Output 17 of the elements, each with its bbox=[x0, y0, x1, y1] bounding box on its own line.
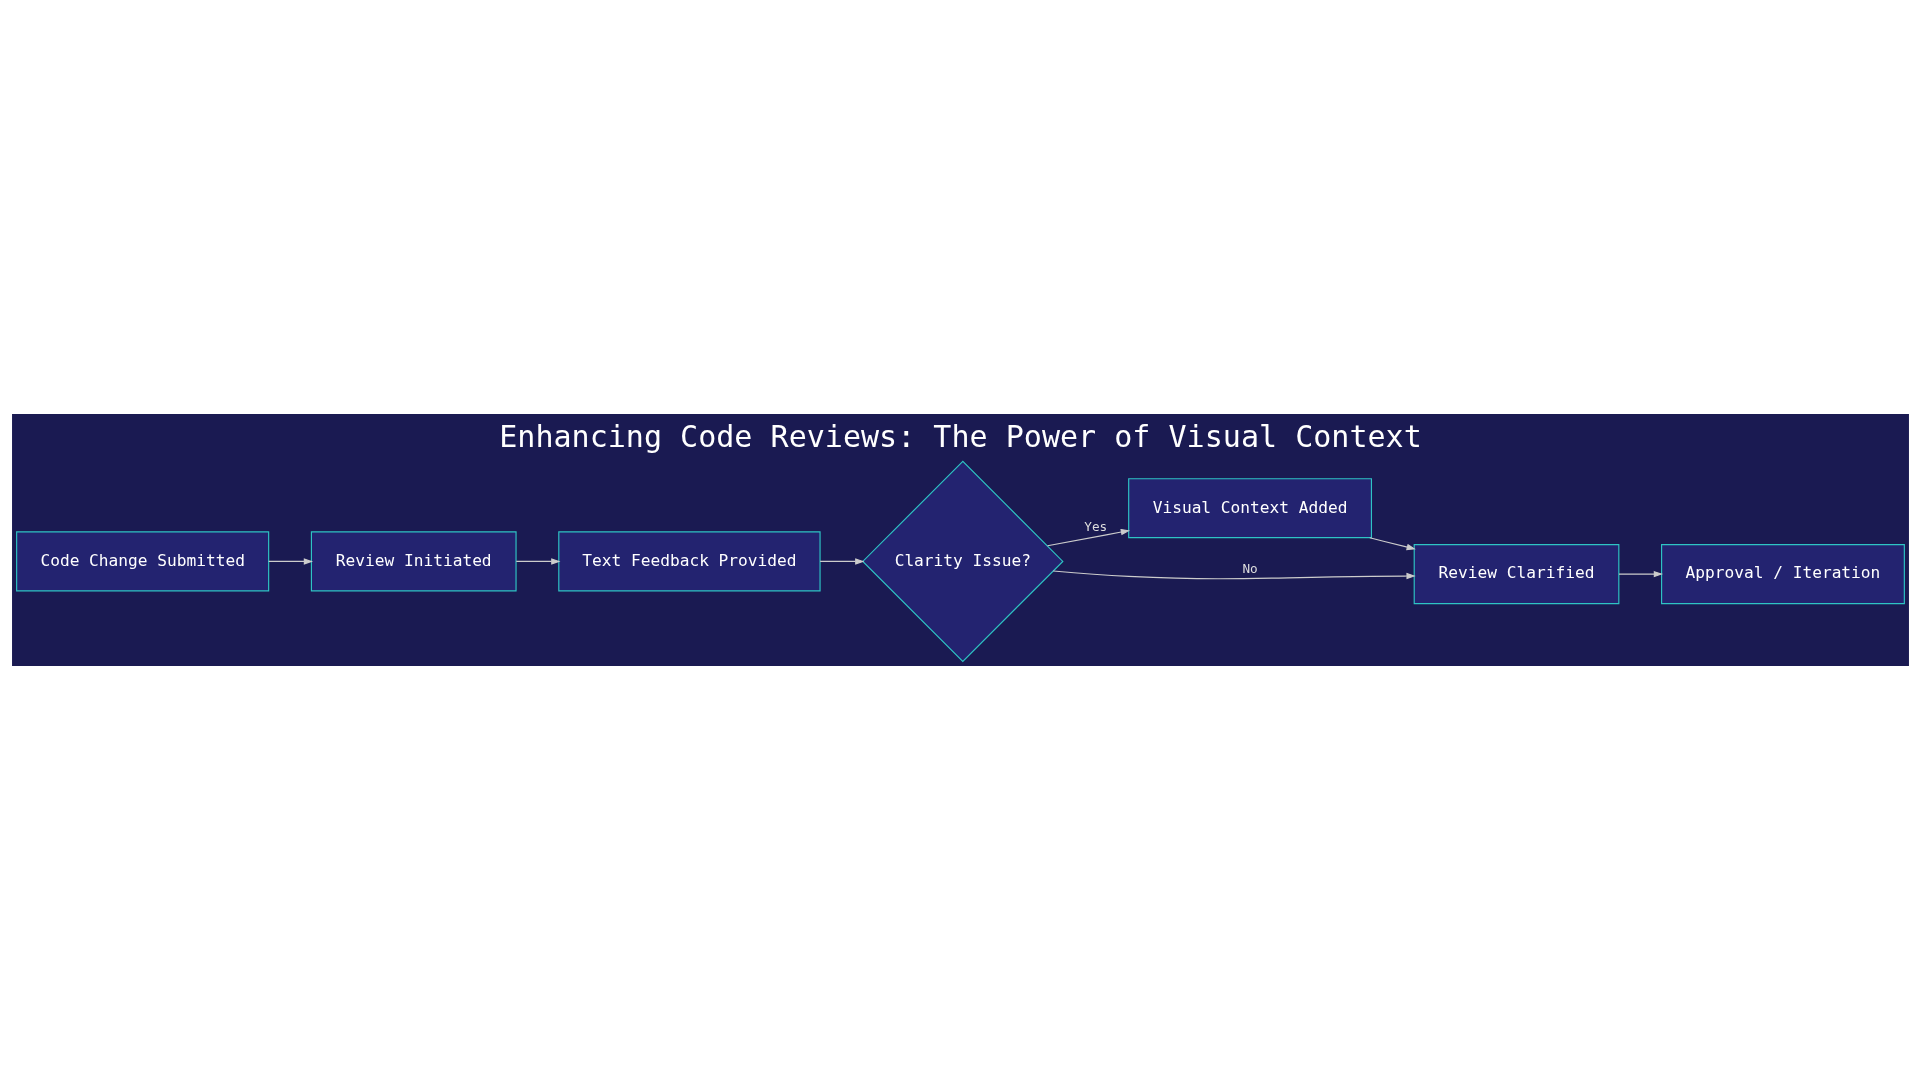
arrow bbox=[1046, 528, 1130, 547]
arrow bbox=[819, 558, 864, 565]
node-box: Code Change Submitted bbox=[15, 531, 269, 592]
edge-label: No bbox=[1241, 560, 1258, 576]
node-box: Visual Context Added bbox=[1127, 478, 1372, 539]
node-box: Approval / Iteration bbox=[1660, 544, 1905, 605]
node-box: Text Feedback Provided bbox=[557, 531, 821, 592]
arrow bbox=[267, 558, 313, 565]
arrow bbox=[1052, 570, 1416, 580]
node-box: Review Clarified bbox=[1413, 544, 1619, 605]
node-box: Review Initiated bbox=[310, 531, 517, 592]
arrow bbox=[515, 558, 560, 565]
arrow bbox=[1368, 537, 1416, 551]
edge-label: Yes bbox=[1083, 519, 1107, 535]
diagram-title: Enhancing Code Reviews: The Power of Visual Context bbox=[498, 419, 1422, 455]
node-diamond: Clarity Issue? bbox=[861, 460, 1064, 663]
arrow bbox=[1617, 570, 1663, 578]
